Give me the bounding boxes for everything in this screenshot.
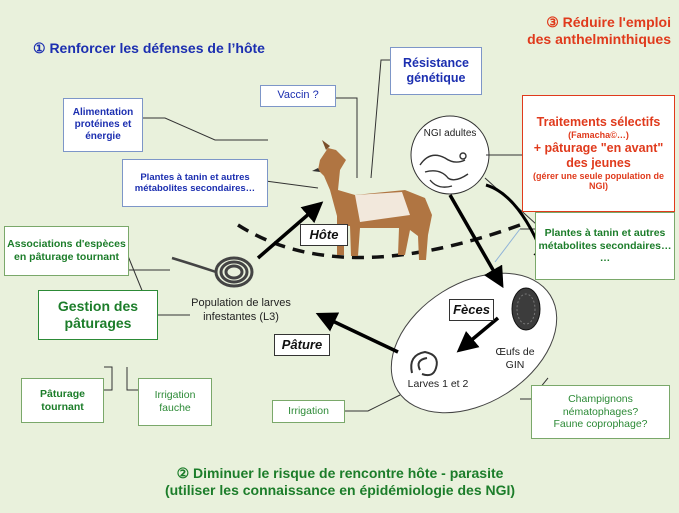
box-associations: Associations d'espèces en pâturage tourn…	[4, 226, 129, 276]
box-alimentation: Alimentation protéines et énergie	[63, 98, 143, 152]
oeufs-line2: GIN	[505, 359, 525, 372]
ngi-worms-icon	[419, 152, 469, 188]
box-irrigation: Irrigation	[272, 400, 345, 423]
champignons-line3: Faune coprophage?	[553, 418, 648, 431]
champignons-line1: Champignons	[568, 393, 633, 406]
plantes-feces-line2: …	[599, 252, 611, 265]
title-strengthen-host: ① Renforcer les défenses de l’hôte	[33, 40, 265, 56]
title-reduce-line1: ③ Réduire l'emploi	[546, 14, 671, 30]
label-oeufs: Œufs de GIN	[485, 346, 545, 372]
larves-l3-line1: Population de larves	[191, 297, 291, 309]
box-plantes-feces: Plantes à tanin et autres métabolites se…	[535, 212, 675, 280]
label-ngi-adultes: NGI adultes	[423, 128, 477, 139]
box-vaccin: Vaccin ?	[260, 85, 336, 107]
larvae-icon	[410, 350, 438, 377]
goat-image	[312, 140, 432, 260]
oeufs-line1: Œufs de	[495, 346, 535, 358]
title-encounter-line1: ② Diminuer le risque de rencontre hôte -…	[176, 465, 504, 481]
label-feces: Fèces	[449, 299, 494, 321]
larva-spiral-icon	[171, 256, 254, 288]
traitements-line1: Traitements sélectifs	[536, 114, 661, 129]
box-gestion-paturages: Gestion des pâturages	[38, 290, 158, 340]
label-larves-1-2: Larves 1 et 2	[407, 378, 469, 390]
traitements-line3: + pâturage "en avant"	[533, 140, 664, 155]
larves-l3-line2: infestantes (L3)	[203, 310, 279, 323]
box-champignons: Champignons nématophages? Faune copropha…	[531, 385, 670, 439]
traitements-line4: des jeunes	[566, 155, 631, 170]
irrigation-fauche-line2: fauche	[159, 402, 191, 414]
box-irrigation-fauche: Irrigation fauche	[138, 378, 212, 426]
box-plantes-hote: Plantes à tanin et autres métabolites se…	[122, 159, 268, 207]
box-resistance-genetique: Résistance génétique	[390, 47, 482, 95]
box-paturage-tournant: Pâturage tournant	[21, 378, 104, 423]
champignons-line2: nématophages?	[562, 405, 639, 418]
traitements-line2: (Famacha©…)	[568, 129, 629, 140]
box-traitements-selectifs: Traitements sélectifs (Famacha©…) + pâtu…	[522, 95, 675, 212]
title-reduce-anthelmintics: ③ Réduire l'emploi des anthelminthiques	[451, 14, 671, 47]
title-reduce-line2: des anthelminthiques	[527, 31, 671, 47]
plantes-feces-line1: Plantes à tanin et autres métabolites se…	[538, 227, 672, 252]
label-pature: Pâture	[274, 334, 330, 356]
traitements-line5: (gérer une seule population de NGI)	[532, 170, 665, 192]
label-larves-l3: Population de larves infestantes (L3)	[176, 297, 306, 325]
label-hote: Hôte	[300, 224, 348, 246]
title-reduce-encounter: ② Diminuer le risque de rencontre hôte -…	[40, 465, 640, 498]
title-encounter-line2: (utiliser les connaissance en épidémiolo…	[164, 482, 516, 498]
irrigation-fauche-line1: Irrigation	[154, 389, 196, 402]
